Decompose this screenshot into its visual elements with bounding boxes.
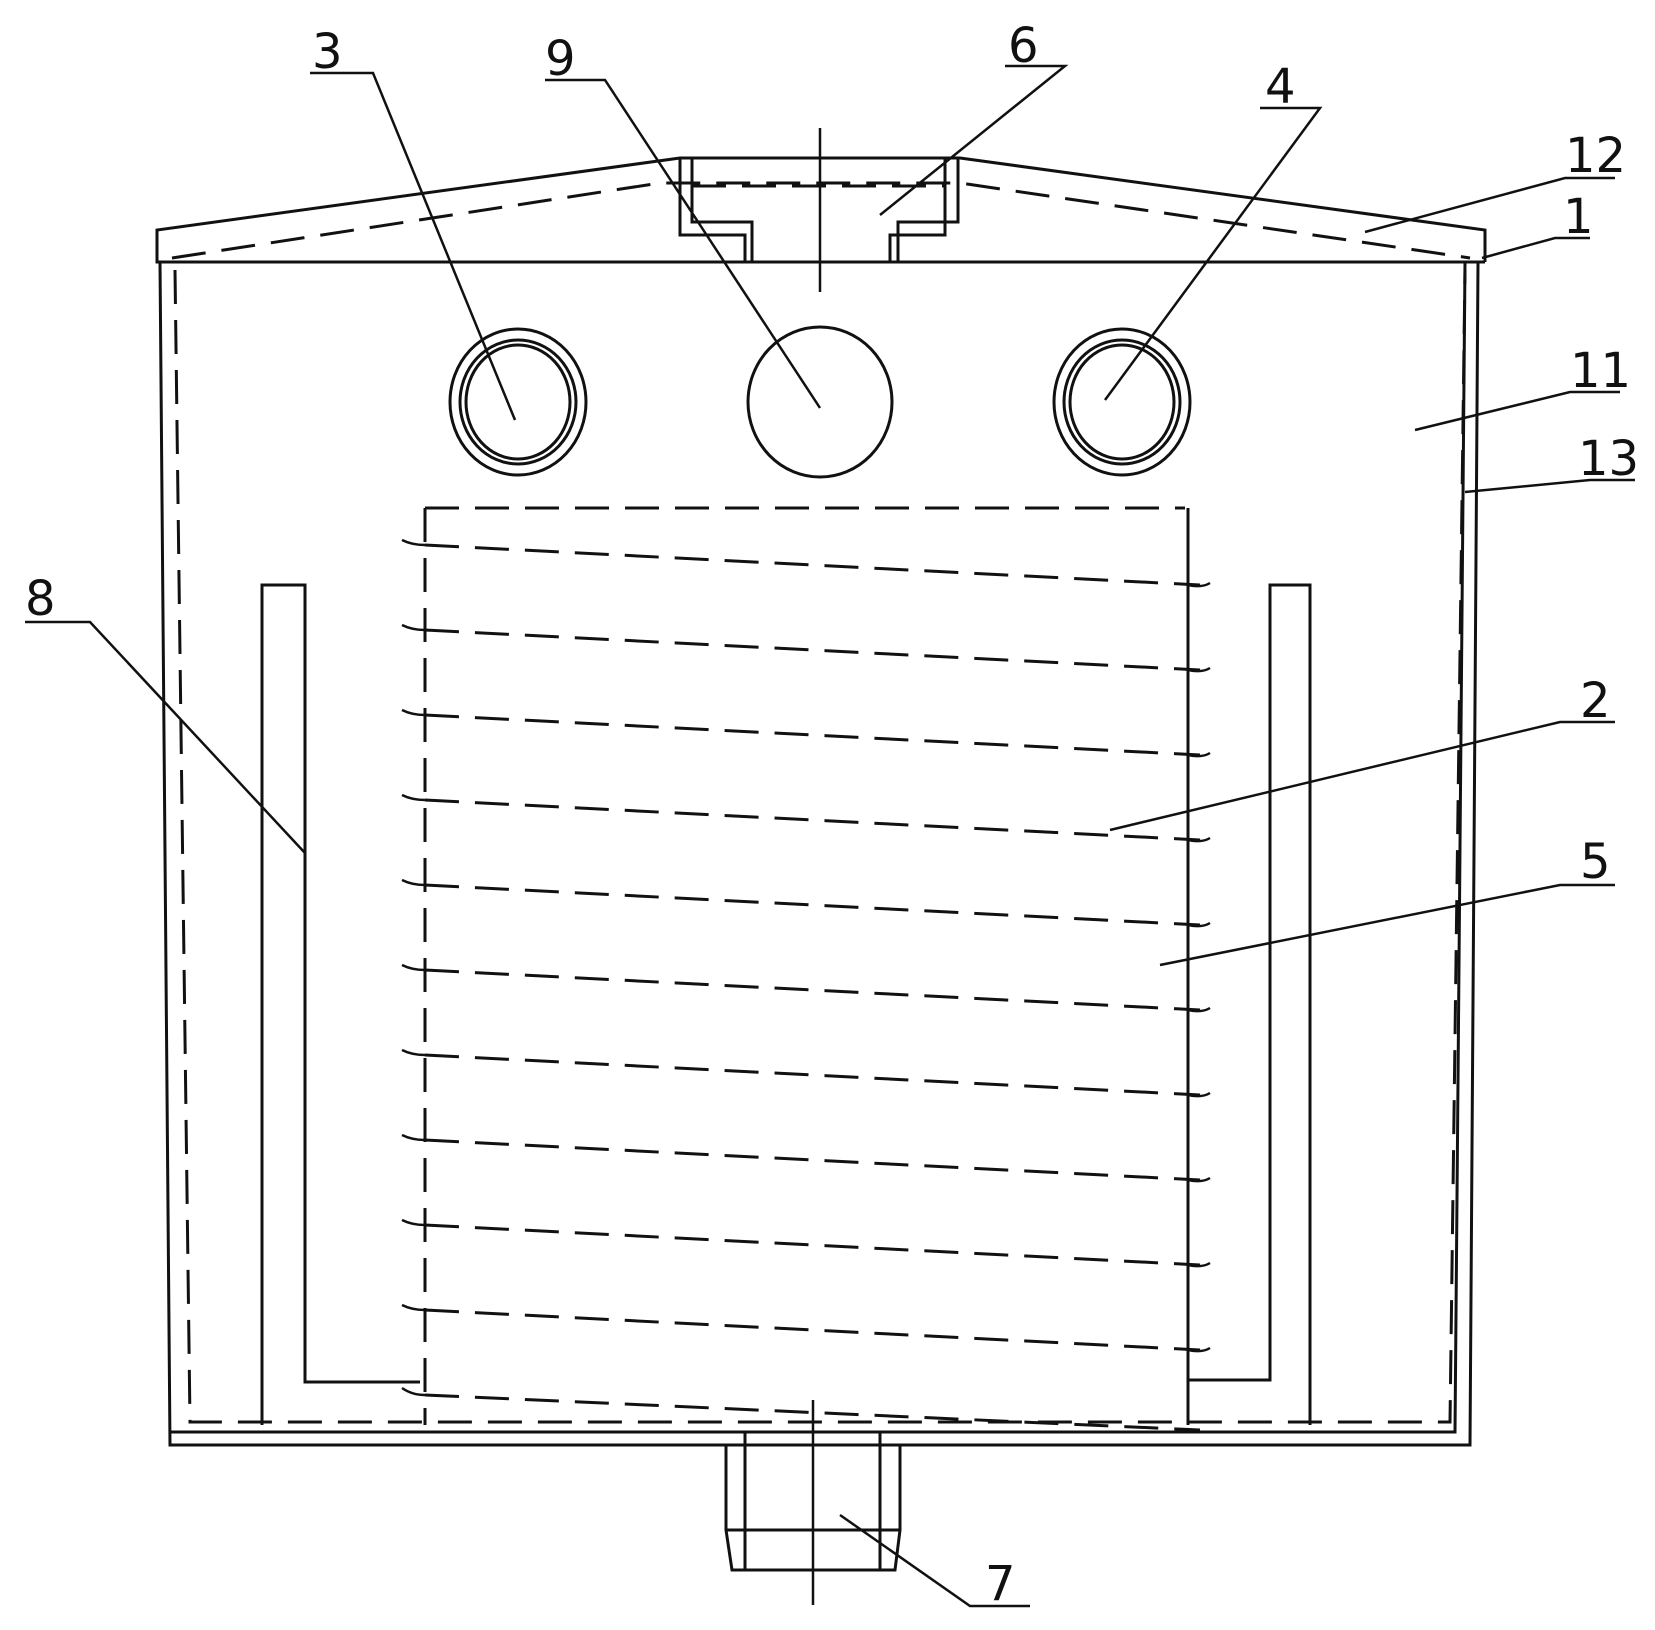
label-7: 7 xyxy=(985,1556,1016,1612)
label-8: 8 xyxy=(25,571,56,627)
inlet-port xyxy=(448,327,588,477)
tank-outer-wall xyxy=(158,261,1480,1447)
label-9: 9 xyxy=(545,31,576,87)
insulation-layer xyxy=(173,269,1467,1424)
label-5: 5 xyxy=(1580,834,1611,890)
reference-labels: 3 9 6 4 12 1 11 13 8 2 5 7 xyxy=(25,18,1639,1612)
outlet-port xyxy=(1052,327,1192,477)
right-side-channel xyxy=(1188,583,1312,1425)
label-12: 12 xyxy=(1565,128,1626,184)
label-11: 11 xyxy=(1570,343,1631,399)
label-3: 3 xyxy=(312,24,343,80)
label-4: 4 xyxy=(1265,59,1296,115)
label-1: 1 xyxy=(1563,189,1594,245)
label-2: 2 xyxy=(1580,673,1611,729)
bottom-drain-fitting xyxy=(724,1400,902,1605)
top-outlet-fitting xyxy=(678,128,960,292)
label-13: 13 xyxy=(1578,431,1639,487)
left-side-channel xyxy=(260,583,420,1425)
center-port xyxy=(746,325,894,479)
leader-lines xyxy=(25,64,1635,1608)
inner-liner xyxy=(423,506,1190,1425)
label-6: 6 xyxy=(1008,18,1039,74)
heating-coil xyxy=(401,538,1211,1432)
